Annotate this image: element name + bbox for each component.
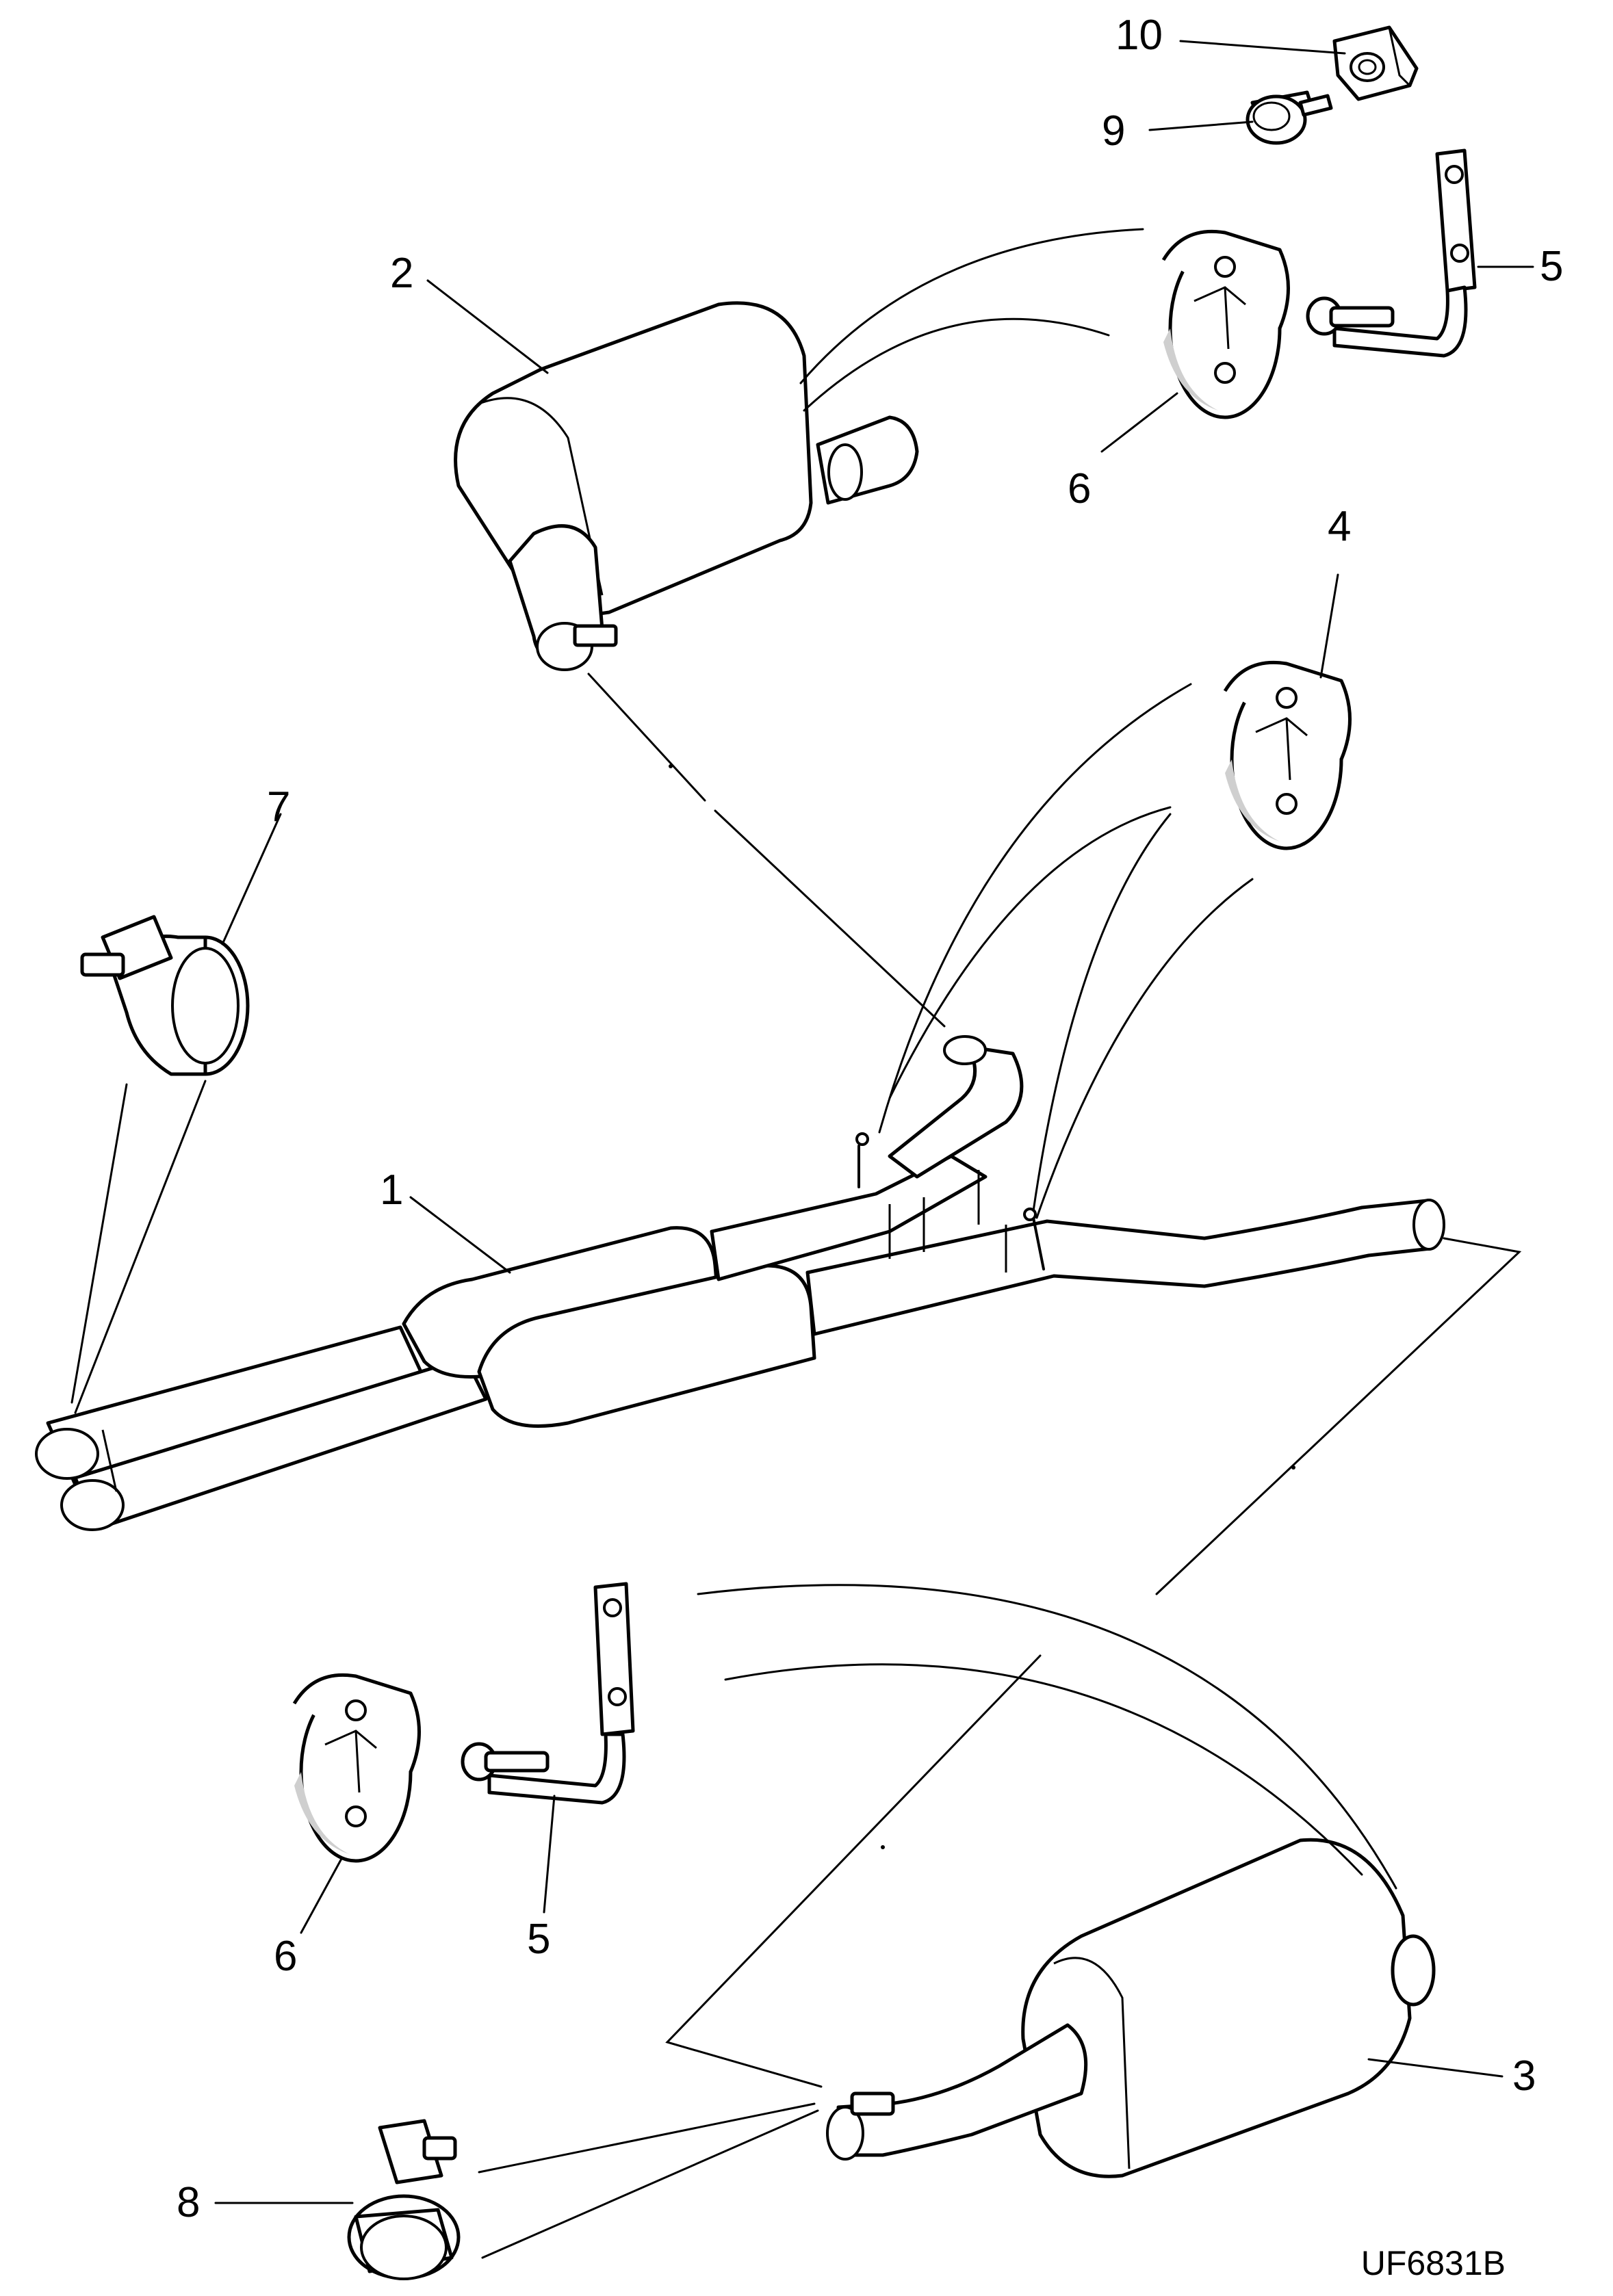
clip-nut-part (1332, 25, 1419, 101)
clamp-lower-part (347, 2119, 461, 2280)
callout-5-lower: 5 (527, 1916, 550, 1963)
silencer-lower-part (826, 1838, 1436, 2178)
clamp-upper-part (80, 915, 250, 1076)
hanger-bracket-lower-part (461, 1582, 635, 1805)
callout-6-lower: 6 (274, 1933, 297, 1980)
callout-4: 4 (1328, 503, 1351, 550)
reference-code: UF6831B (1361, 2244, 1506, 2282)
callout-10: 10 (1115, 12, 1163, 59)
callout-8: 8 (177, 2179, 200, 2226)
callout-9: 9 (1102, 107, 1125, 155)
callout-2: 2 (390, 250, 413, 297)
callout-1: 1 (380, 1166, 403, 1214)
rubber-mounting-upper-part (1161, 229, 1290, 419)
rubber-mounting-lower-part (292, 1673, 421, 1863)
assembly-lines (70, 228, 1522, 2259)
callout-7: 7 (267, 783, 290, 831)
silencer-upper-part (454, 301, 919, 671)
callout-3: 3 (1512, 2052, 1536, 2100)
flange-bolt-part (1246, 90, 1333, 145)
hanger-bracket-upper-part (1306, 148, 1477, 358)
leader-lines (214, 40, 1534, 2204)
front-pipe-part (35, 1035, 1445, 1531)
rubber-mounting-part (1223, 660, 1352, 850)
callout-6-upper: 6 (1068, 465, 1091, 512)
callout-5-upper: 5 (1540, 243, 1563, 290)
